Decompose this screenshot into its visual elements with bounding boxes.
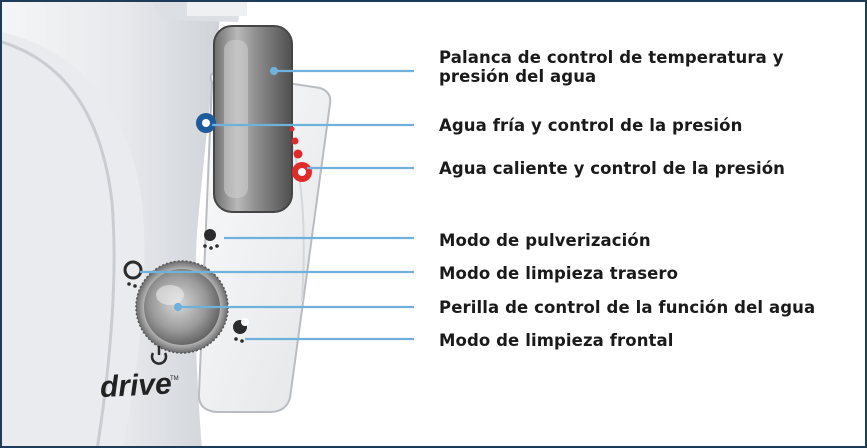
rear-wash-icon	[123, 260, 143, 288]
temperature-pressure-lever[interactable]	[213, 25, 293, 213]
brand-logo: drive TM	[99, 367, 179, 404]
callout-line: Agua fría y control de la presión	[439, 116, 743, 135]
leader-lines	[140, 66, 414, 341]
svg-text:drive: drive	[99, 367, 172, 404]
callout-rear-cleaning-mode: Modo de limpieza trasero	[439, 264, 678, 283]
cold-water-icon	[196, 113, 216, 133]
toilet-seat-body	[2, 2, 247, 446]
svg-text:TM: TM	[170, 376, 179, 382]
power-icon	[150, 346, 168, 365]
callout-water-function-knob: Perilla de control de la función del agu…	[439, 298, 815, 317]
callout-line: Modo de limpieza frontal	[439, 331, 674, 350]
callout-line: Palanca de control de temperatura y	[439, 48, 784, 67]
callout-hot-water-pressure: Agua caliente y control de la presión	[439, 159, 785, 178]
callout-line: Agua caliente y control de la presión	[439, 159, 785, 178]
callout-line: Modo de limpieza trasero	[439, 264, 679, 283]
callout-cold-water-pressure: Agua fría y control de la presión	[439, 116, 742, 135]
callout-line: presión del agua	[439, 67, 597, 86]
callout-front-cleaning-mode: Modo de limpieza frontal	[439, 331, 674, 350]
front-wash-icon	[233, 318, 249, 343]
callout-spray-mode: Modo de pulverización	[439, 231, 651, 250]
callout-line: Perilla de control de la función del agu…	[439, 298, 816, 317]
spray-icon	[203, 229, 219, 250]
callout-temperature-pressure-lever: Palanca de control de temperatura y pres…	[439, 48, 784, 86]
callout-line: Modo de pulverización	[439, 231, 651, 250]
